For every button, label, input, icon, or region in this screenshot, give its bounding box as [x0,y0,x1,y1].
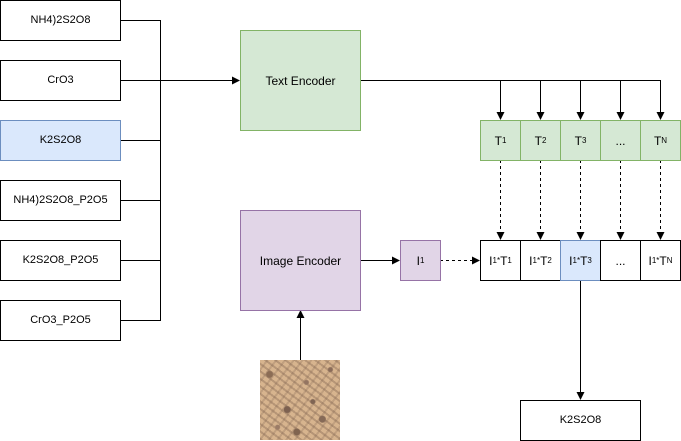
text-embedding-ellipsis: ... [600,120,641,161]
text-encoder-fanout [360,80,665,120]
output-label-box: K2S2O8 [520,400,641,441]
text-to-similarity-dashed [496,160,665,240]
input-box-4: NH4)2S2O8_P2O5 [0,180,121,221]
input-box-1: NH4)2S2O8 [0,0,121,41]
input-box-5: K2S2O8_P2O5 [0,240,121,281]
text-encoder: Text Encoder [240,30,361,131]
image-encoder: Image Encoder [240,210,361,311]
similarity-cell-ellipsis: ... [600,240,641,281]
input-box-2: CrO3 [0,60,121,101]
input-box-3: K2S2O8 [0,120,121,161]
input-bus-lines [120,20,161,321]
microscopy-image [260,360,340,440]
input-box-6: CrO3_P2O5 [0,300,121,341]
